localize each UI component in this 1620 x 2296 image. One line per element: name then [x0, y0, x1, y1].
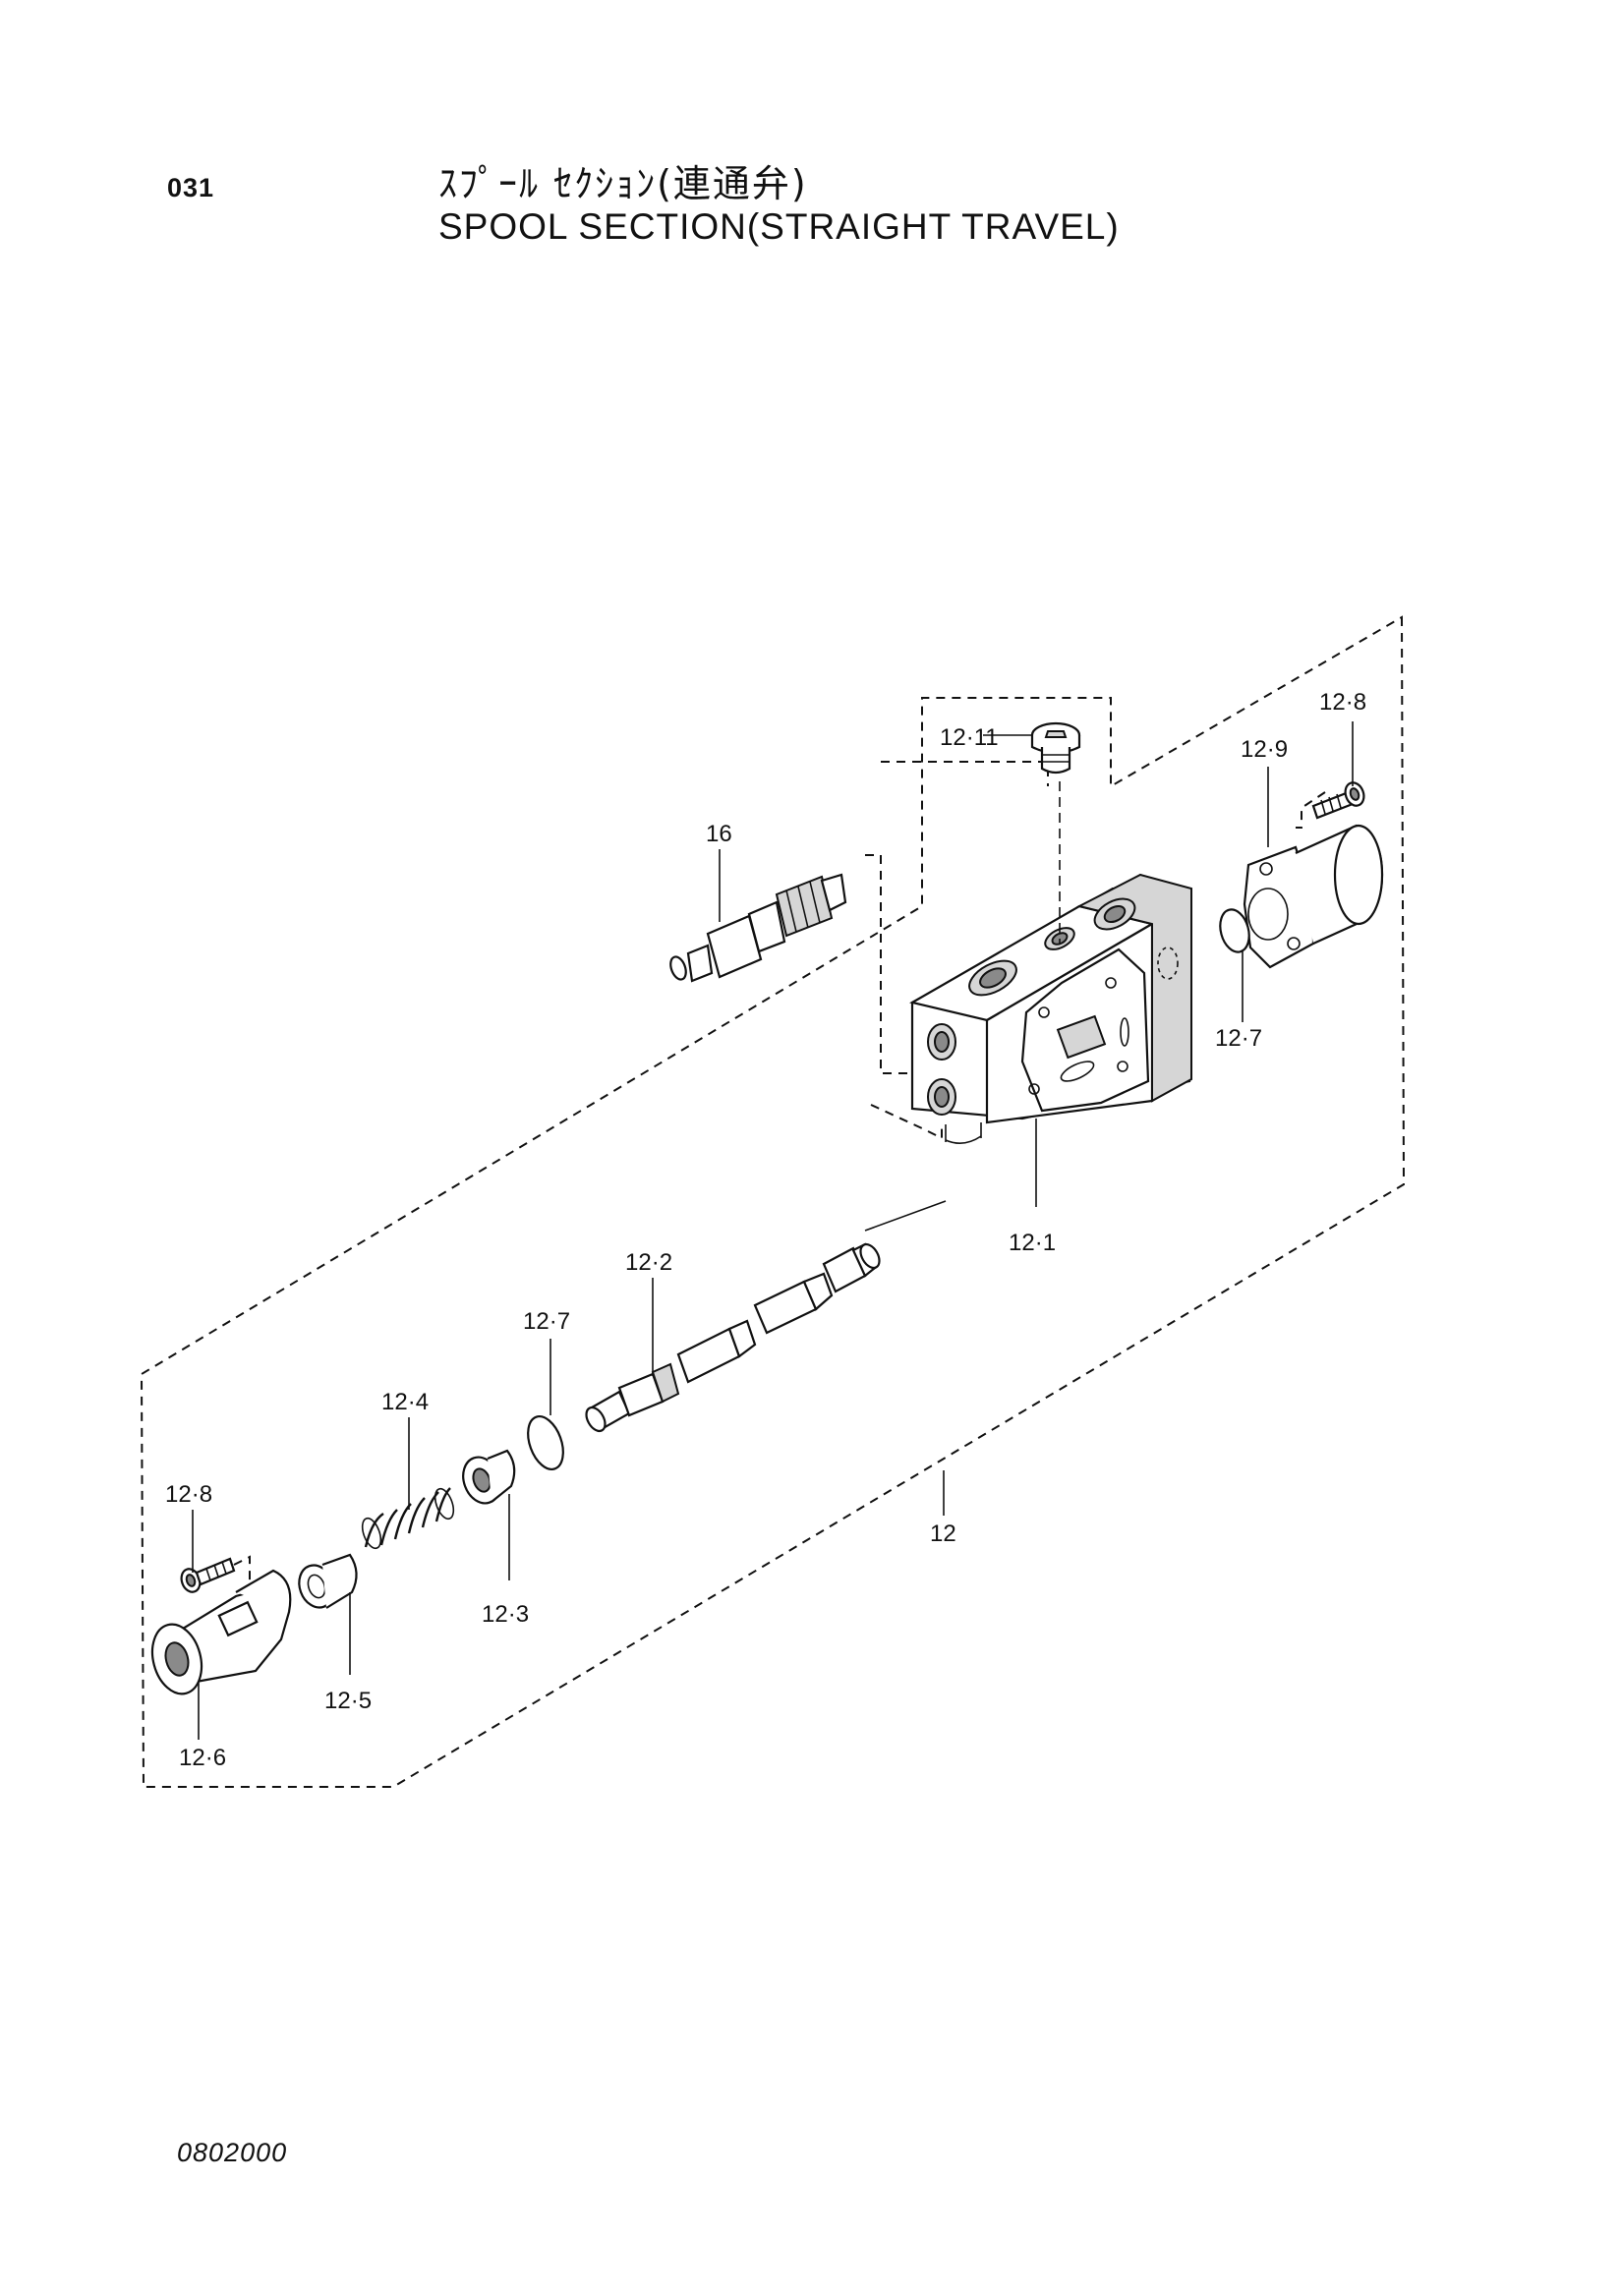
title-english: SPOOL SECTION(STRAIGHT TRAVEL) — [438, 206, 1120, 247]
spool-bore-axis-guide — [881, 761, 1049, 786]
callout-12-8-left: 12·8 — [165, 1481, 212, 1508]
callout-12-5: 12·5 — [324, 1688, 372, 1714]
stopper-12-5 — [298, 1553, 358, 1609]
callout-12-7-right: 12·7 — [1215, 1025, 1262, 1052]
title-japanese: ｽﾌﾟｰﾙ ｾｸｼｮﾝ(連通弁) — [438, 162, 808, 205]
relief-valve-guide — [865, 854, 922, 1074]
page-number: 031 — [167, 173, 215, 202]
assembly-boundary-12 — [140, 615, 1406, 1788]
o-ring-12-7-right — [1219, 908, 1250, 953]
callout-12-7-left: 12·7 — [523, 1308, 570, 1335]
cover-12-6 — [150, 1569, 292, 1695]
callout-12-8-top: 12·8 — [1319, 689, 1366, 716]
callout-12-9: 12·9 — [1241, 736, 1288, 763]
valve-body-12-1 — [909, 873, 1192, 1144]
callout-12-6: 12·6 — [179, 1745, 226, 1771]
callout-12-4: 12·4 — [381, 1389, 429, 1415]
callout-12-1: 12·1 — [1009, 1230, 1056, 1256]
spring-seat-12-3 — [462, 1449, 516, 1505]
callout-12-11: 12·11 — [940, 724, 999, 751]
callout-12: 12 — [930, 1521, 956, 1547]
spool-12-2 — [585, 1200, 947, 1433]
spring-12-4 — [361, 1487, 455, 1550]
cover-12-9 — [1243, 824, 1384, 969]
relief-valve-16 — [669, 873, 847, 983]
callout-12-2: 12·2 — [625, 1249, 672, 1276]
bolt-12-8-top — [1311, 781, 1365, 820]
o-ring-12-7-left — [527, 1415, 564, 1470]
body-lower-guide — [870, 1104, 943, 1140]
drawing-code: 0802000 — [177, 2138, 288, 2167]
cap-bolt-guide — [1296, 791, 1326, 829]
callout-16: 16 — [706, 821, 732, 847]
bolt-12-8-left — [180, 1555, 251, 1593]
leader-lines — [192, 721, 1354, 1740]
callout-12-3: 12·3 — [482, 1601, 529, 1628]
